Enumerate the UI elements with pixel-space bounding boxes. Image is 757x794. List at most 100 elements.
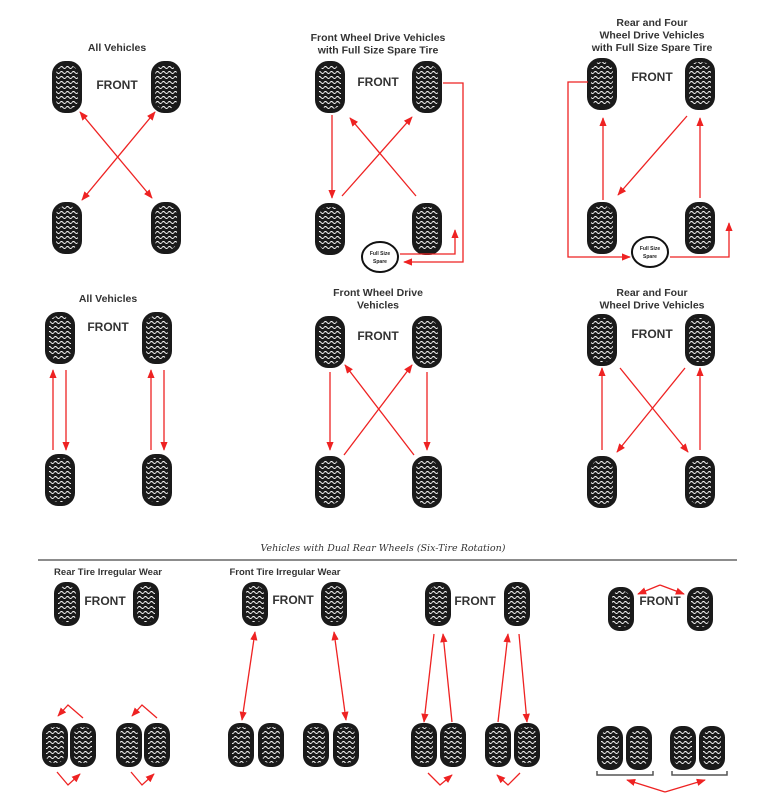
tire-icon — [321, 582, 347, 626]
tire-icon — [687, 587, 713, 631]
tire-icon — [52, 202, 82, 254]
tire-icon — [626, 726, 652, 770]
front-label: FRONT — [631, 327, 673, 341]
panel-title: with Full Size Spare Tire — [317, 45, 439, 57]
rotation-arrow — [427, 772, 453, 786]
rotation-arrow — [626, 778, 666, 793]
tire-icon — [685, 314, 715, 366]
rotation-arrow — [403, 82, 464, 266]
panel-title: Rear and Four — [616, 17, 687, 29]
tire-icon — [133, 582, 159, 626]
rotation-arrow — [81, 111, 156, 201]
rotation-arrow — [56, 771, 81, 786]
panel-title: All Vehicles — [79, 293, 138, 305]
rotation-arrow — [616, 367, 686, 453]
panel-title: Vehicles — [357, 300, 399, 312]
tire-icon — [315, 456, 345, 508]
dual-bracket — [596, 771, 654, 776]
tire-icon — [685, 202, 715, 254]
panel-title: with Full Size Spare Tire — [591, 42, 713, 54]
tire-icon — [151, 202, 181, 254]
front-label: FRONT — [639, 594, 681, 608]
tire-icon — [412, 456, 442, 508]
tire-icon — [315, 203, 345, 255]
rotation-arrow — [341, 116, 413, 197]
rotation-arrow — [664, 778, 706, 793]
rotation-arrow — [518, 633, 530, 723]
spare-tire-icon — [361, 241, 399, 273]
rotation-arrow — [619, 367, 689, 453]
front-label: FRONT — [357, 329, 399, 343]
tire-icon — [242, 582, 268, 626]
rotation-arrow — [130, 771, 155, 786]
tire-icon — [670, 726, 696, 770]
rotation-arrow — [400, 229, 459, 255]
tire-icon — [45, 312, 75, 364]
tire-icon — [411, 723, 437, 767]
tire-icon — [142, 312, 172, 364]
section-title: Vehicles with Dual Rear Wheels (Six-Tire… — [261, 543, 506, 554]
tire-icon — [45, 454, 75, 506]
spare-label: Spare — [643, 254, 657, 260]
tire-icon — [303, 723, 329, 767]
tire-icon — [699, 726, 725, 770]
tire-icon — [258, 723, 284, 767]
rotation-arrow — [331, 631, 349, 721]
tire-icon — [70, 723, 96, 767]
rotation-arrow — [617, 115, 688, 196]
panel-title: All Vehicles — [88, 42, 147, 54]
panel-title: Front Wheel Drive Vehicles — [311, 32, 446, 44]
rotation-arrow — [659, 584, 685, 595]
front-label: FRONT — [272, 593, 314, 607]
group-subtitle: Front Tire Irregular Wear — [229, 567, 340, 578]
tire-icon — [485, 723, 511, 767]
rotation-arrow — [567, 81, 631, 261]
tire-icon — [315, 61, 345, 113]
tire-icon — [412, 316, 442, 368]
tire-icon — [142, 454, 172, 506]
dual-bracket — [671, 771, 728, 776]
spare-label: Spare — [373, 259, 387, 265]
front-label: FRONT — [84, 594, 126, 608]
front-label: FRONT — [454, 594, 496, 608]
tire-icon — [685, 456, 715, 508]
front-label: FRONT — [96, 78, 138, 92]
rotation-arrow — [344, 364, 415, 456]
tire-icon — [116, 723, 142, 767]
spare-tire-icon — [631, 236, 669, 268]
tire-icon — [42, 723, 68, 767]
tire-icon — [54, 582, 80, 626]
panel-title: Rear and Four — [616, 287, 687, 299]
rotation-arrow — [440, 633, 453, 723]
front-label: FRONT — [87, 320, 129, 334]
front-label: FRONT — [357, 75, 399, 89]
tire-icon — [587, 314, 617, 366]
tire-icon — [504, 582, 530, 626]
panel-title: Wheel Drive Vehicles — [599, 300, 704, 312]
rotation-arrow — [79, 111, 153, 199]
panel-title: Wheel Drive Vehicles — [599, 30, 704, 42]
tire-icon — [412, 203, 442, 255]
tire-icon — [315, 316, 345, 368]
tire-icon — [440, 723, 466, 767]
rotation-arrow — [496, 772, 521, 786]
tire-icon — [333, 723, 359, 767]
tire-icon — [608, 587, 634, 631]
tire-icon — [587, 202, 617, 254]
tire-icon — [228, 723, 254, 767]
rotation-arrow — [421, 633, 435, 723]
tire-icon — [587, 456, 617, 508]
tire-icon — [425, 582, 451, 626]
rotation-arrow — [497, 633, 511, 723]
tire-icon — [144, 723, 170, 767]
tire-icon — [587, 58, 617, 110]
tire-icon — [52, 61, 82, 113]
tire-icon — [514, 723, 540, 767]
panel-title: Front Wheel Drive — [333, 287, 423, 299]
group-subtitle: Rear Tire Irregular Wear — [54, 567, 162, 578]
rotation-arrow — [131, 704, 158, 719]
tire-icon — [597, 726, 623, 770]
rotation-arrow — [343, 364, 413, 456]
rotation-arrow — [670, 222, 733, 258]
